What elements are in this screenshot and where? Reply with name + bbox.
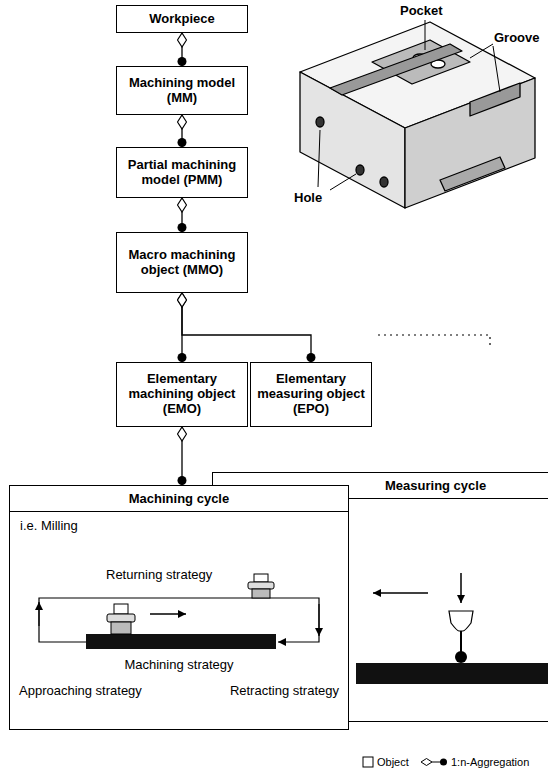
feature-label: Hole bbox=[294, 190, 322, 205]
aggregation-line bbox=[181, 33, 182, 66]
feature-label: Groove bbox=[494, 30, 540, 45]
object-box: Elementary machining object (EMO) bbox=[116, 362, 248, 427]
box-label: Elementary measuring object (EPO) bbox=[251, 369, 371, 420]
model-box: Machining model (MM) bbox=[116, 66, 248, 115]
aggregation-line bbox=[182, 293, 311, 362]
box-label: Machining model (MM) bbox=[117, 73, 247, 109]
aggregation-line bbox=[181, 115, 182, 147]
strategy-label: Retracting strategy bbox=[230, 684, 339, 699]
model-box: Partial machining model (PMM) bbox=[116, 147, 248, 198]
aggregation-symbol bbox=[420, 756, 448, 768]
strategy-label: Machining strategy bbox=[10, 658, 348, 673]
panel-title: Measuring cycle bbox=[385, 479, 486, 494]
legend-entry: 1:n-Aggregation bbox=[420, 756, 529, 768]
aggregation-line bbox=[181, 198, 182, 232]
legend-entry: Object bbox=[362, 756, 409, 768]
feature-label: Pocket bbox=[400, 3, 443, 18]
object-box: Macro machining object (MMO) bbox=[116, 232, 248, 293]
legend-text: Object bbox=[377, 756, 409, 768]
strategy-label: Approaching strategy bbox=[19, 684, 142, 699]
legend-text: 1:n-Aggregation bbox=[451, 756, 529, 768]
box-label: Elementary machining object (EMO) bbox=[117, 369, 247, 420]
cycle-panel: Machining cycle i.e. MillingReturning str… bbox=[9, 485, 349, 730]
object-symbol bbox=[362, 756, 374, 768]
box-label: Macro machining object (MMO) bbox=[117, 245, 247, 281]
workpiece-box: Workpiece bbox=[116, 5, 248, 33]
aggregation-line bbox=[181, 427, 182, 485]
object-box: Elementary measuring object (EPO) bbox=[250, 362, 372, 427]
strategy-label: i.e. Milling bbox=[20, 519, 78, 534]
box-label: Workpiece bbox=[145, 9, 219, 30]
panel-title: Machining cycle bbox=[10, 492, 348, 507]
strategy-label: Returning strategy bbox=[106, 568, 212, 583]
box-label: Partial machining model (PMM) bbox=[117, 155, 247, 191]
